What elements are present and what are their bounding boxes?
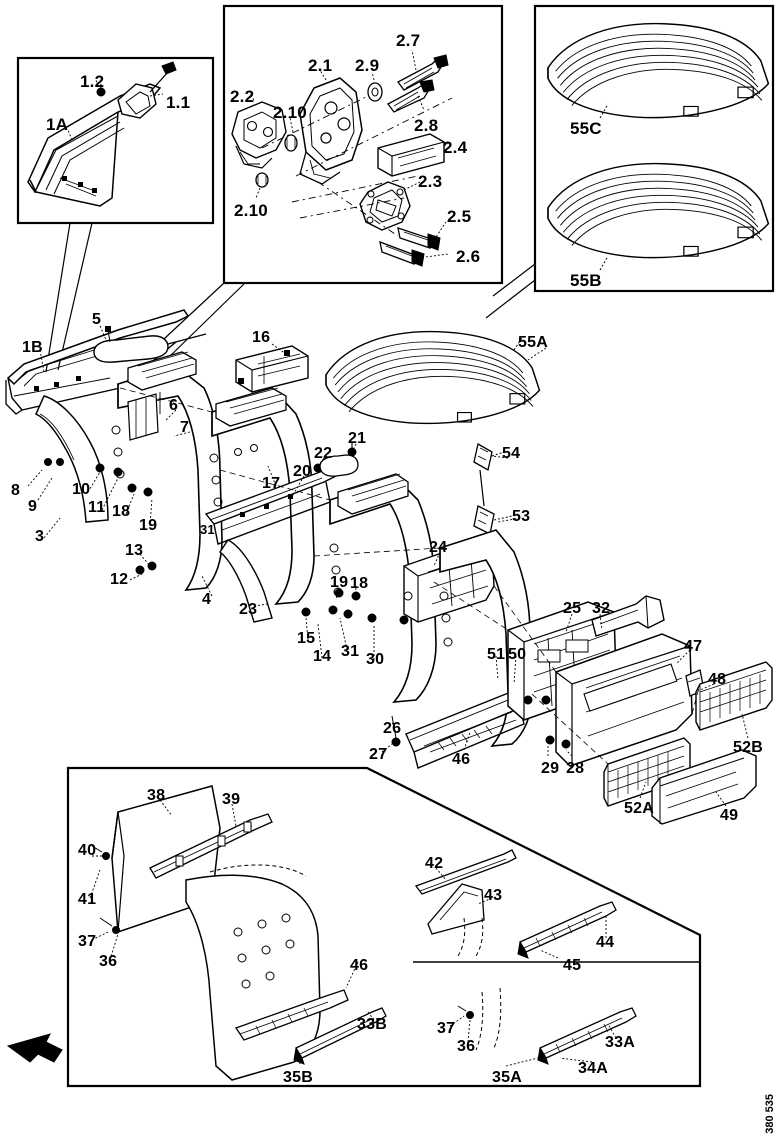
callout-20: 20 — [293, 463, 312, 480]
callout-41: 41 — [78, 891, 97, 908]
callout-13: 13 — [125, 542, 144, 559]
detail-1-rail-assembly — [27, 61, 177, 207]
callout-10: 10 — [72, 481, 91, 498]
callout-11: 11 — [88, 499, 106, 516]
callout-50: 50 — [508, 646, 527, 663]
callout-36: 36 — [457, 1038, 476, 1055]
callout-2-8: 2.8 — [414, 116, 439, 135]
callout-2-6: 2.6 — [456, 247, 481, 266]
callout-21: 21 — [348, 430, 367, 447]
callout-47: 47 — [684, 638, 703, 655]
callout-2-3: 2.3 — [418, 172, 443, 191]
callout-48: 48 — [708, 671, 727, 688]
callout-24: 24 — [429, 539, 448, 556]
callout-32: 32 — [592, 600, 611, 617]
callout-30: 30 — [366, 651, 385, 668]
callout-19: 19 — [330, 574, 349, 591]
callout-35A: 35A — [492, 1069, 522, 1086]
callout-25: 25 — [563, 600, 582, 617]
callout-39: 39 — [222, 791, 241, 808]
callout-31: 31 — [200, 522, 215, 537]
callout-28: 28 — [566, 760, 585, 777]
callout-8: 8 — [11, 482, 21, 499]
forward-direction-arrow — [6, 1033, 63, 1063]
main-assembly — [5, 309, 773, 825]
callout-2-10: 2.10 — [273, 103, 307, 122]
callout-40: 40 — [78, 842, 97, 859]
callout-33B: 33B — [357, 1016, 387, 1033]
callout-31: 31 — [341, 643, 360, 660]
callout-52A: 52A — [624, 800, 654, 817]
callout-19: 19 — [139, 517, 158, 534]
callout-1A: 1A — [46, 115, 69, 134]
callout-1B: 1B — [22, 339, 43, 356]
callout-3: 3 — [35, 528, 45, 545]
callout-45: 45 — [563, 957, 582, 974]
callout-49: 49 — [720, 807, 739, 824]
detail-2-hinge-kit — [231, 49, 453, 267]
bottom-detail-assembly — [89, 785, 637, 1081]
callout-15: 15 — [297, 630, 316, 647]
callout-38: 38 — [147, 787, 166, 804]
callout-6: 6 — [169, 397, 179, 414]
callout-22: 22 — [314, 445, 333, 462]
callout-2-2: 2.2 — [230, 87, 255, 106]
callout-2-10: 2.10 — [234, 201, 268, 220]
callout-27: 27 — [369, 746, 388, 763]
callout-55A: 55A — [518, 334, 548, 351]
callout-1-1: 1.1 — [166, 93, 191, 112]
callout-43: 43 — [484, 887, 503, 904]
callout-2-9: 2.9 — [355, 56, 380, 75]
callout-52B: 52B — [733, 739, 763, 756]
callout-9: 9 — [28, 498, 38, 515]
callout-35B: 35B — [283, 1069, 313, 1086]
detail-3-rib-panels — [547, 22, 770, 271]
callout-36: 36 — [99, 953, 118, 970]
callout-46: 46 — [350, 957, 369, 974]
callout-2-4: 2.4 — [443, 138, 468, 157]
callout-2-7: 2.7 — [396, 31, 421, 50]
callout-2-5: 2.5 — [447, 207, 472, 226]
callout-33A: 33A — [605, 1034, 635, 1051]
callout-14: 14 — [313, 648, 332, 665]
callout-54: 54 — [502, 445, 521, 462]
callout-55B: 55B — [570, 271, 602, 290]
callout-2-1: 2.1 — [308, 56, 333, 75]
callout-12: 12 — [110, 571, 129, 588]
callout-55C: 55C — [570, 119, 602, 138]
callout-23: 23 — [239, 601, 258, 618]
box-leader-lines — [45, 222, 536, 373]
callout-51: 51 — [487, 646, 506, 663]
diagram-artwork — [5, 4, 775, 1088]
callout-42: 42 — [425, 855, 444, 872]
callout-16: 16 — [252, 329, 271, 346]
callout-17: 17 — [262, 475, 281, 492]
callout-46: 46 — [452, 751, 471, 768]
callout-37: 37 — [437, 1020, 456, 1037]
callout-4: 4 — [202, 591, 212, 608]
callout-18: 18 — [350, 575, 369, 592]
callout-34A: 34A — [578, 1060, 608, 1077]
callout-44: 44 — [596, 934, 615, 951]
callout-5: 5 — [92, 311, 102, 328]
callout-29: 29 — [541, 760, 560, 777]
callout-37: 37 — [78, 933, 97, 950]
callout-1-2: 1.2 — [80, 72, 105, 91]
callout-7: 7 — [180, 419, 190, 436]
callout-53: 53 — [512, 508, 531, 525]
callout-26: 26 — [383, 720, 402, 737]
callout-18: 18 — [112, 503, 131, 520]
